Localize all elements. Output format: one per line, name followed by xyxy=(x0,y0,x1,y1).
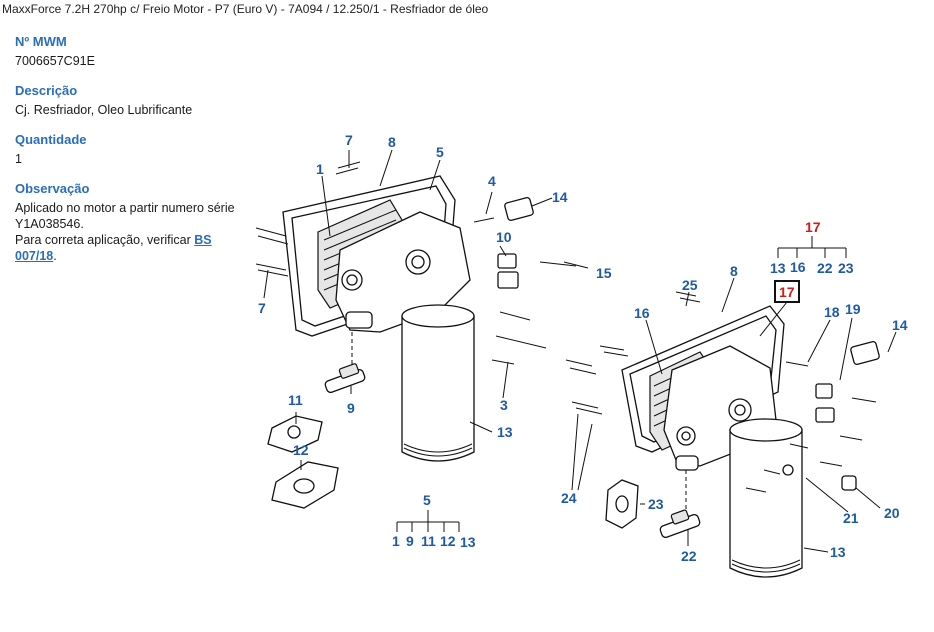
right-kit-tree: 17 13 16 22 23 xyxy=(770,219,854,276)
left-oil-cooler-assembly xyxy=(255,149,589,509)
observation-end: . xyxy=(53,249,57,263)
description-label: Descrição xyxy=(15,83,78,98)
left-callout-3: 3 xyxy=(500,397,508,413)
left-housing-flange-inner xyxy=(411,255,425,269)
left-callout-13: 13 xyxy=(497,424,513,440)
bulletin-link-part2[interactable]: 007/18 xyxy=(15,249,54,263)
observation-line-3: Para correta aplicação, verificar xyxy=(15,233,195,247)
left-gasket-12-hole xyxy=(293,478,315,494)
observation-line-2: Y1A038546. xyxy=(15,217,84,231)
mwm-number-value: 7006657C91E xyxy=(15,54,95,68)
quantity-label: Quantidade xyxy=(15,132,87,147)
left-oil-filter-ribs xyxy=(403,443,473,457)
left-kit-tree: 5 1 9 11 12 13 xyxy=(392,492,476,550)
right-callout-14: 14 xyxy=(892,317,908,333)
right-kit-item-22: 22 xyxy=(817,260,833,276)
bulletin-link-part1[interactable]: BS xyxy=(194,233,212,247)
right-callout-18: 18 xyxy=(824,304,840,320)
right-housing-plug xyxy=(675,455,699,471)
right-oil-cooler-assembly xyxy=(565,277,897,578)
right-callout-16: 16 xyxy=(634,305,650,321)
right-callout-25: 25 xyxy=(682,277,698,293)
right-housing-flange-inner xyxy=(734,404,746,416)
right-fitting-22 xyxy=(659,470,701,539)
left-callout-14: 14 xyxy=(552,189,568,205)
observation-value: Aplicado no motor a partir numero série … xyxy=(15,200,265,264)
right-kit-item-13: 13 xyxy=(770,260,786,276)
left-fitting-9 xyxy=(324,332,366,394)
left-callout-4: 4 xyxy=(488,173,496,189)
left-leader-lines xyxy=(263,149,589,470)
right-callout-20: 20 xyxy=(884,505,900,521)
right-callout-19: 19 xyxy=(845,301,861,317)
left-callout-8: 8 xyxy=(388,134,396,150)
left-callout-10: 10 xyxy=(496,229,512,245)
mwm-number-label: Nº MWM xyxy=(15,34,67,49)
left-kit-item-9: 9 xyxy=(406,533,414,549)
right-callout-24: 24 xyxy=(561,490,577,506)
right-kit-item-23: 23 xyxy=(838,260,854,276)
description-value: Cj. Resfriador, Oleo Lubrificante xyxy=(15,103,193,117)
left-housing-port-inner xyxy=(346,274,358,286)
right-kit-item-16: 16 xyxy=(790,259,806,275)
right-leader-lines xyxy=(571,277,897,553)
right-bolts xyxy=(565,291,880,493)
right-callout-23: 23 xyxy=(648,496,664,512)
right-callout-21: 21 xyxy=(843,510,859,526)
page-title: MaxxForce 7.2H 270hp c/ Freio Motor - P7… xyxy=(2,2,489,16)
right-callout-22: 22 xyxy=(681,548,697,564)
quantity-value: 1 xyxy=(15,152,22,166)
left-callout-1: 1 xyxy=(316,161,324,177)
left-callout-12: 12 xyxy=(293,442,309,458)
left-callout-9: 9 xyxy=(347,400,355,416)
right-callout-8: 8 xyxy=(730,263,738,279)
left-callout-11: 11 xyxy=(288,392,303,408)
left-callout-5: 5 xyxy=(436,144,444,160)
left-callout-15: 15 xyxy=(596,265,612,281)
left-kit-item-12: 12 xyxy=(440,533,456,549)
right-housing-port-inner xyxy=(681,431,691,441)
left-kit-top: 5 xyxy=(423,492,431,508)
left-kit-item-13: 13 xyxy=(460,534,476,550)
right-kit-top: 17 xyxy=(805,219,821,235)
left-gasket-11-hole xyxy=(287,425,301,439)
left-kit-item-11: 11 xyxy=(421,533,436,549)
right-callout-13: 13 xyxy=(830,544,846,560)
left-bolts xyxy=(255,161,577,365)
right-oil-filter-ribs xyxy=(731,559,801,573)
right-boxed-ref-leader xyxy=(759,301,788,337)
left-callout-7b: 7 xyxy=(258,300,266,316)
observation-line-1: Aplicado no motor a partir numero série xyxy=(15,201,235,215)
right-oil-filter-top xyxy=(729,418,803,442)
left-callout-7a: 7 xyxy=(345,132,353,148)
left-oil-filter-top xyxy=(401,304,475,328)
left-housing-plug xyxy=(345,311,373,329)
right-oil-filter-body xyxy=(729,429,803,578)
observation-label: Observação xyxy=(15,181,90,196)
left-oil-filter-body xyxy=(401,315,475,462)
part-info-panel: Nº MWM 7006657C91E Descrição Cj. Resfria… xyxy=(15,34,265,278)
left-kit-item-1: 1 xyxy=(392,533,400,549)
right-gasket-23-hole xyxy=(615,495,629,513)
right-boxed-ref: 17 xyxy=(779,284,795,300)
